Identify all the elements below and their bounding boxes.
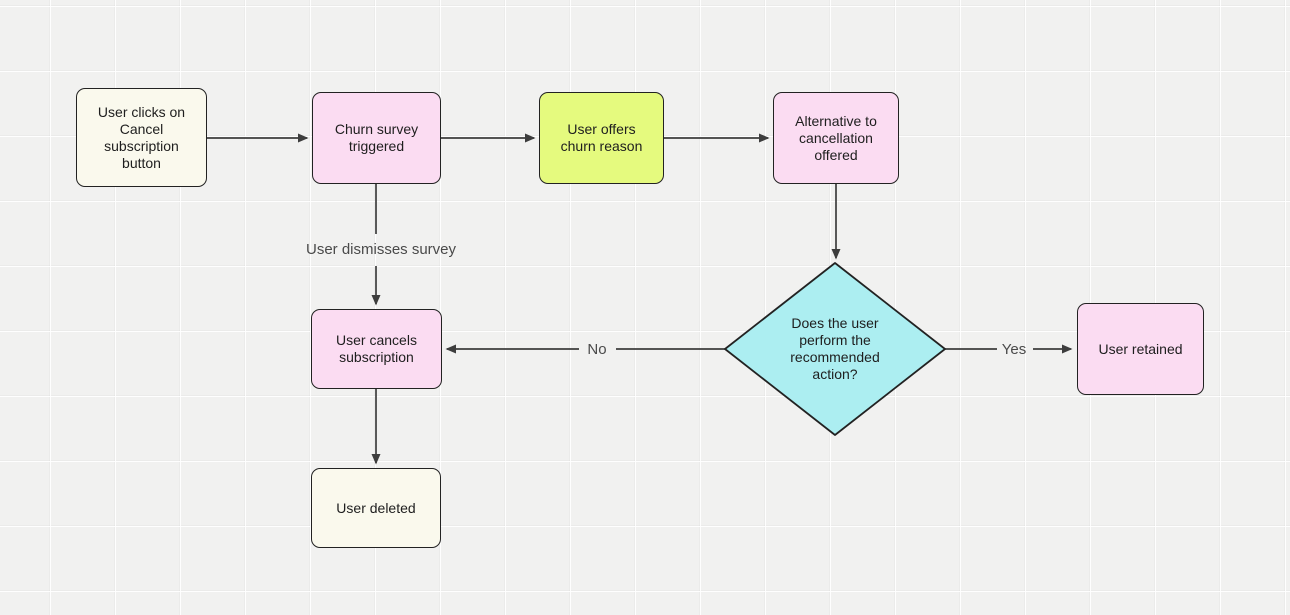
node-churn-survey-triggered-label: Churn survey triggered [334, 121, 419, 154]
node-user-deleted[interactable]: User deleted [311, 468, 441, 548]
node-user-retained[interactable]: User retained [1077, 303, 1204, 395]
node-user-deleted-label: User deleted [336, 499, 416, 516]
node-user-offers-churn-reason-label: User offers churn reason [560, 121, 643, 154]
node-decision[interactable]: Does the user perform the recommended ac… [768, 311, 902, 387]
edge-label-user-dismisses-survey[interactable]: User dismisses survey [305, 241, 457, 258]
edge-label-yes[interactable]: Yes [1001, 341, 1027, 358]
node-user-cancels-subscription[interactable]: User cancels subscription [311, 309, 442, 389]
node-alternative-to-cancellation[interactable]: Alternative to cancellation offered [773, 92, 899, 184]
node-user-retained-label: User retained [1098, 340, 1183, 357]
node-user-clicks-cancel-label: User clicks on Cancel subscription butto… [97, 103, 186, 171]
decision-diamond-shape[interactable] [724, 262, 946, 436]
node-user-cancels-subscription-label: User cancels subscription [336, 332, 417, 365]
node-decision-label: Does the user perform the recommended ac… [790, 315, 880, 382]
edge-label-no[interactable]: No [587, 341, 607, 358]
node-user-offers-churn-reason[interactable]: User offers churn reason [539, 92, 664, 184]
node-churn-survey-triggered[interactable]: Churn survey triggered [312, 92, 441, 184]
node-alternative-to-cancellation-label: Alternative to cancellation offered [795, 112, 877, 163]
node-user-clicks-cancel[interactable]: User clicks on Cancel subscription butto… [76, 88, 207, 187]
